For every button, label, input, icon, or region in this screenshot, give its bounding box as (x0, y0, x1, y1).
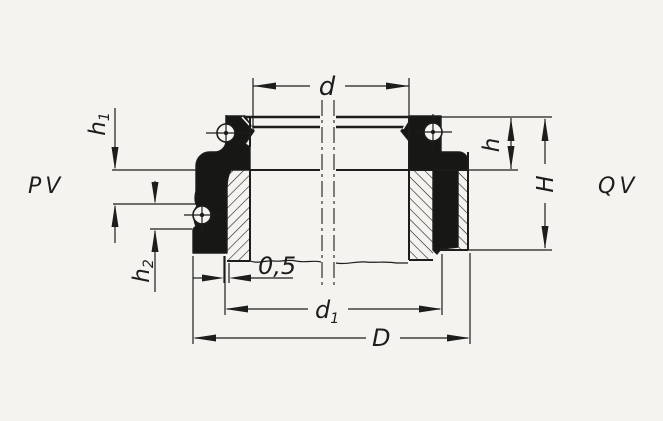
arrowhead (253, 82, 276, 90)
pv-insert-hatch (227, 170, 250, 261)
arrowhead (507, 118, 515, 141)
spring-center-dot (199, 212, 205, 218)
dim-step-05: 0,5 (193, 252, 296, 283)
dim-label-step: 0,5 (258, 252, 296, 280)
dim-label-d1: d1 (315, 296, 339, 327)
left-extension-lines (112, 169, 196, 230)
qv-inner-wall-hatch (409, 170, 433, 260)
bottom-break-lines (249, 259, 408, 265)
dim-label-d: d (319, 72, 336, 102)
dim-H: H (468, 118, 559, 251)
arrowhead (447, 334, 470, 342)
dim-d: d (252, 72, 410, 130)
qv-seal-profile (400, 115, 469, 261)
spring-center-dot (223, 130, 229, 136)
spring-center-dot (430, 129, 436, 135)
variant-label-pv: PV (28, 174, 64, 199)
arrowhead (111, 204, 119, 227)
arrowhead (541, 118, 549, 141)
arrowhead (541, 226, 549, 249)
arrowhead (507, 146, 515, 169)
dim-label-h: h (479, 138, 505, 153)
dim-label-h1-base: h (85, 121, 111, 136)
arrowhead (151, 182, 159, 204)
arrowhead (419, 305, 442, 313)
arrowhead (225, 305, 248, 313)
dim-D: D (192, 253, 471, 352)
dim-h2: h2 (129, 181, 159, 292)
dim-label-h2: h2 (129, 259, 157, 283)
arrowhead (193, 334, 216, 342)
spring-symbol-pv-lower (184, 197, 221, 233)
dim-d1: d1 (224, 254, 443, 327)
wavy-break-line-left (249, 259, 322, 263)
spring-symbols (184, 114, 452, 233)
dim-label-h2-base: h (129, 268, 155, 283)
dim-label-h1: h1 (85, 112, 113, 136)
spring-symbol-pv-top (206, 115, 247, 151)
dim-h: h (479, 118, 515, 169)
arrowhead (111, 147, 119, 170)
arrowhead (386, 82, 409, 90)
arrowhead (151, 229, 159, 252)
dim-label-H: H (533, 175, 559, 192)
arrowhead (229, 274, 251, 282)
center-break-lines (321, 100, 335, 288)
variant-label-qv: QV (598, 174, 638, 199)
dim-h1: h1 (85, 108, 119, 243)
spring-symbol-qv-top (414, 114, 452, 150)
arrowhead (202, 274, 224, 282)
dim-label-d1-sub: 1 (330, 311, 339, 327)
dim-label-h1-sub: 1 (97, 112, 113, 121)
dim-label-h2-sub: 2 (141, 259, 157, 268)
dim-label-d1-base: d (315, 296, 331, 324)
pv-lip-notch (241, 116, 254, 130)
wavy-break-line-right (335, 261, 408, 265)
qv-outer-wall-hatch (458, 170, 468, 250)
dim-label-D: D (372, 324, 390, 352)
qv-rubber-core (432, 169, 459, 255)
